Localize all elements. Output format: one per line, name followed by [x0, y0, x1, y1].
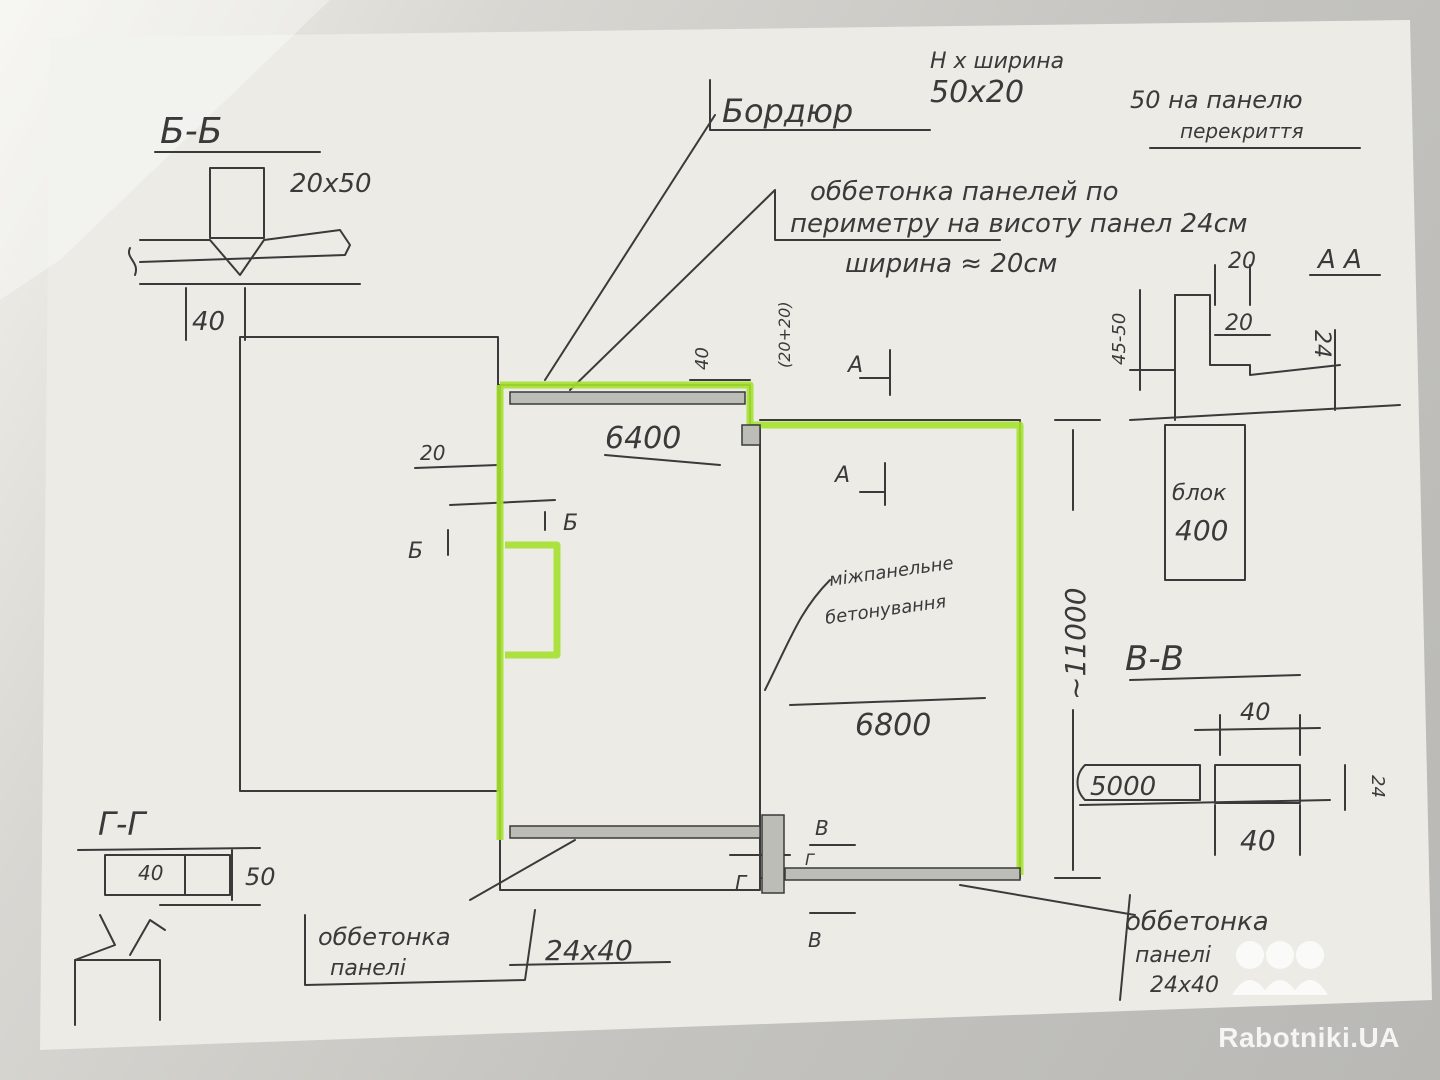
worker-icon — [1236, 941, 1264, 969]
bb-base-label: 40 — [192, 307, 225, 337]
marker-b-left: Б — [408, 539, 423, 564]
curb-leader — [544, 114, 716, 381]
section-vv-sketch — [1076, 674, 1346, 856]
section-gg-title: Г-Г — [98, 805, 147, 843]
dim-6400: 6400 — [605, 421, 681, 456]
light-streak — [0, 0, 330, 300]
section-aa-title: А А — [1316, 245, 1362, 275]
dimension-lines — [414, 379, 1101, 879]
curb-note-1: 50 на панелю — [1130, 86, 1303, 114]
dim-6800: 6800 — [855, 708, 931, 743]
hatched-strips — [509, 391, 1021, 894]
gg-50: 50 — [245, 863, 276, 891]
perimeter-note-2: периметру на висоту панел 24см — [790, 209, 1248, 239]
curb-title: Бордюр — [722, 92, 853, 130]
top-2020: (20+20) — [775, 301, 794, 368]
section-bb-title: Б-Б — [160, 111, 222, 152]
curb-title-underline — [709, 79, 931, 131]
top-40: 40 — [692, 347, 713, 370]
br-note-1: оббетонка — [1125, 907, 1269, 937]
curb-dims: 50х20 — [930, 75, 1024, 110]
marker-a2: А — [833, 463, 850, 488]
bottom-note-1: оббетонка — [318, 923, 451, 951]
vv-40-top: 40 — [1240, 698, 1271, 726]
bottom-size: 24х40 — [545, 934, 633, 967]
curb-dims-head: Н х ширина — [930, 49, 1064, 74]
aa-400: 400 — [1175, 514, 1228, 547]
vv-40-bottom: 40 — [1240, 824, 1276, 857]
perimeter-leader — [569, 189, 1001, 391]
worker-icon — [1296, 941, 1324, 969]
watermark-worker-icons — [1232, 941, 1328, 995]
br-size: 24х40 — [1150, 973, 1219, 998]
section-bb-sketch — [127, 151, 361, 341]
marker-v-bottom: В — [808, 928, 822, 952]
aa-20-top: 20 — [1228, 249, 1256, 274]
vv-24: 24 — [1367, 775, 1388, 798]
marker-g-right: Г — [805, 850, 815, 869]
br-note-leader — [959, 884, 1136, 916]
curb-note-2: перекриття — [1180, 119, 1304, 143]
vv-5000: 5000 — [1090, 772, 1156, 802]
marker-g-left: Г — [735, 871, 748, 895]
marker-a1: А — [846, 353, 863, 378]
aa-24: 24 — [1309, 330, 1334, 358]
aa-block: блок — [1172, 481, 1227, 506]
section-aa-sketch — [1129, 264, 1401, 581]
bottom-note-2: панелі — [330, 956, 406, 981]
gg-40: 40 — [138, 861, 163, 885]
section-vv-title: В-В — [1125, 639, 1184, 679]
bottom-size-underline — [509, 961, 671, 966]
aa-20-mid: 20 — [1225, 311, 1253, 336]
paper-sheet — [40, 20, 1432, 1050]
dim-20: 20 — [420, 441, 445, 465]
aa-4550: 45-50 — [1109, 313, 1130, 365]
joint-leader — [764, 579, 831, 691]
dim-11000: ~11000 — [1059, 587, 1092, 700]
marker-b-right: Б — [563, 511, 578, 536]
br-note-2: панелі — [1135, 943, 1211, 968]
worker-icon — [1266, 941, 1294, 969]
marker-v-top: В — [815, 816, 829, 840]
section-gg-sketch — [74, 847, 261, 1026]
watermark-text: Rabotniki.UA — [1218, 1022, 1400, 1053]
bottom-note-leader — [469, 839, 576, 901]
perimeter-note-3: ширина ≈ 20см — [845, 249, 1057, 279]
bottom-note-bracket — [304, 909, 536, 986]
perimeter-note-1: оббетонка панелей по — [810, 177, 1119, 207]
bb-size-label: 20х50 — [290, 169, 372, 199]
br-note-bracket — [1119, 894, 1131, 1001]
section-markers — [447, 349, 891, 914]
